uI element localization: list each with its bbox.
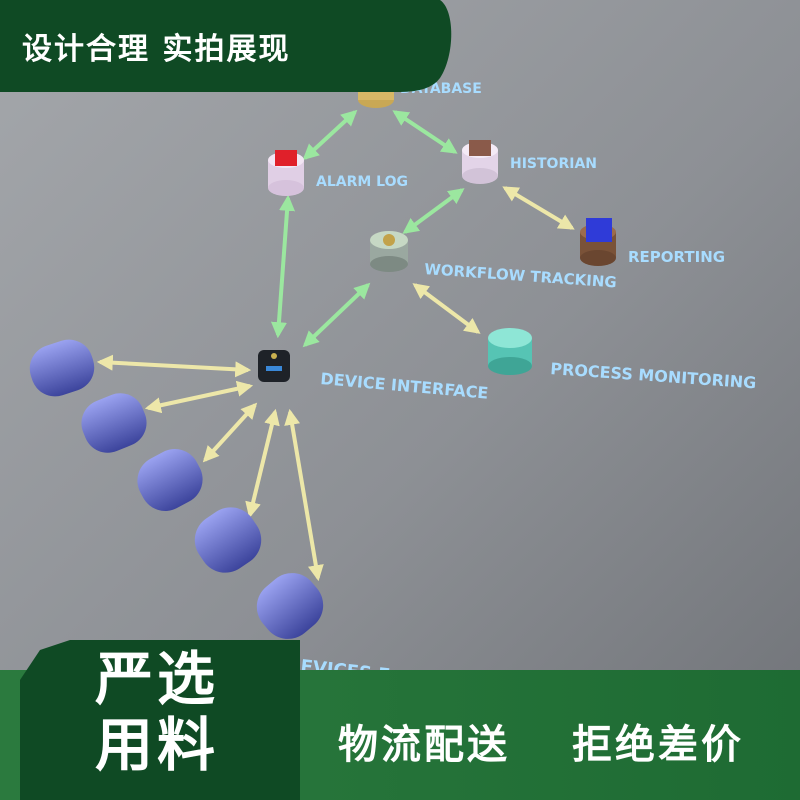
- link-device-2: [144, 380, 254, 414]
- link-database-historian: [392, 110, 458, 154]
- link-database-alarm: [302, 109, 358, 161]
- bottom-tag-line1: 严选: [95, 645, 220, 713]
- alarm-log-node: [268, 150, 304, 196]
- bottom-tag-line2: 用料: [95, 711, 220, 779]
- top-banner: [0, 0, 452, 92]
- link-historian-reporting: [502, 186, 575, 230]
- bottom-banner: [0, 640, 800, 800]
- label-alarm-log: ALARM LOG: [316, 174, 408, 190]
- device-pills: [29, 339, 324, 639]
- link-workflow-device: [302, 282, 371, 348]
- process-monitoring-node: [488, 328, 532, 375]
- device-pill-5: [256, 573, 324, 639]
- slogan-no-markup: 拒绝差价: [572, 722, 744, 768]
- link-device-1: [96, 354, 252, 378]
- device-interface-node: [258, 350, 290, 382]
- reporting-node: [580, 218, 616, 266]
- link-workflow-process: [412, 283, 481, 334]
- top-banner-text: 设计合理 实拍展现: [22, 32, 291, 67]
- link-device-5: [284, 408, 324, 582]
- device-pill-3: [137, 449, 203, 511]
- label-historian: HISTORIAN: [510, 156, 597, 172]
- slogan-logistics: 物流配送: [338, 722, 510, 768]
- historian-node: [462, 140, 498, 184]
- link-device-4: [245, 408, 280, 519]
- link-historian-workflow: [402, 188, 465, 234]
- device-pill-1: [29, 339, 95, 397]
- label-reporting: REPORTING: [628, 248, 725, 266]
- link-alarm-device: [270, 194, 296, 339]
- workflow-node: [370, 231, 408, 272]
- device-links: [96, 186, 575, 582]
- device-pill-2: [81, 393, 147, 453]
- system-links: [270, 109, 465, 348]
- device-pill-4: [194, 507, 262, 573]
